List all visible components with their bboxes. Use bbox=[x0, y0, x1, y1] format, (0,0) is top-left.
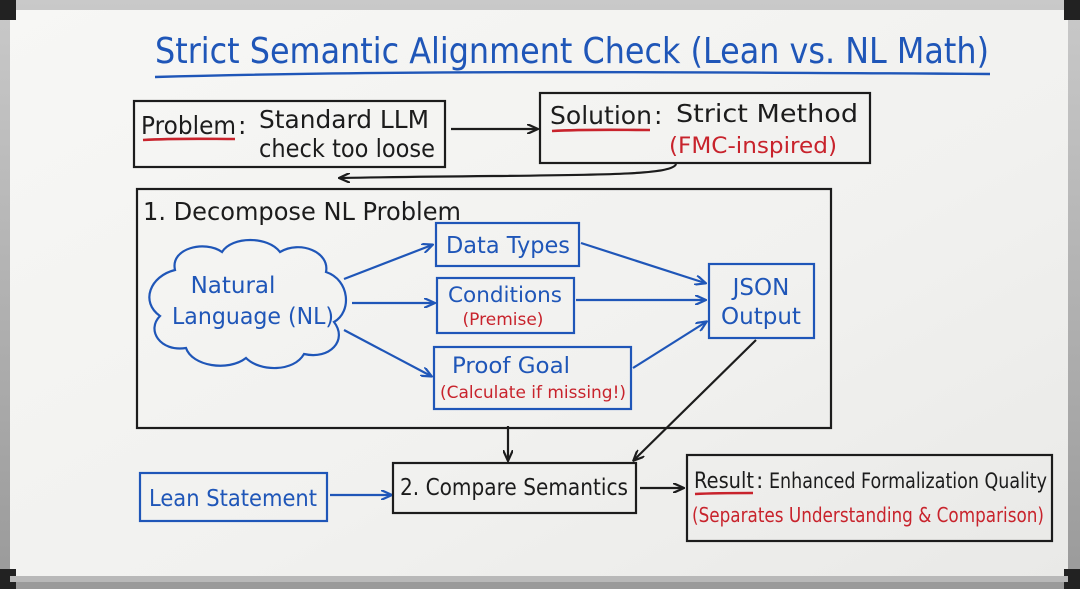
proof-goal-label: Proof Goal bbox=[452, 354, 570, 379]
proof-goal-note: (Calculate if missing!) bbox=[440, 383, 626, 403]
arrow-json-to-compare bbox=[634, 339, 757, 460]
json-output-box bbox=[707, 262, 816, 340]
arrow-nl-to-proof-goal bbox=[343, 329, 431, 376]
lean-statement-box bbox=[138, 471, 329, 523]
problem-line2: check too loose bbox=[259, 134, 435, 163]
page-title: Strict Semantic Alignment Check (Lean vs… bbox=[155, 31, 989, 72]
arrow-data-types-to-json bbox=[580, 241, 705, 283]
data-types-box bbox=[434, 221, 581, 268]
solution-colon: : bbox=[654, 101, 662, 130]
decompose-heading: 1. Decompose NL Problem bbox=[143, 197, 461, 226]
corner-bracket-tl bbox=[0, 0, 16, 20]
arrow-nl-to-data-types bbox=[343, 245, 432, 281]
title-underline bbox=[154, 70, 991, 79]
result-label: Result bbox=[694, 469, 754, 494]
compare-semantics-box bbox=[391, 461, 638, 515]
json-output-line1: JSON bbox=[731, 275, 790, 301]
corner-bracket-bl bbox=[0, 569, 16, 589]
json-output-line2: Output bbox=[721, 304, 801, 330]
problem-colon: : bbox=[238, 111, 246, 140]
proof-goal-box bbox=[432, 345, 633, 411]
data-types-label: Data Types bbox=[446, 233, 570, 259]
problem-box bbox=[132, 99, 447, 169]
nl-source-line1: Natural bbox=[191, 273, 276, 299]
board-tray bbox=[10, 576, 1068, 582]
conditions-box bbox=[435, 276, 576, 335]
result-line2: (Separates Understanding & Comparison) bbox=[692, 503, 1044, 527]
solution-box bbox=[538, 91, 872, 165]
conditions-note: (Premise) bbox=[463, 310, 544, 330]
nl-source-line2: Language (NL) bbox=[172, 304, 334, 330]
arrow-proof-goal-to-json bbox=[632, 322, 706, 369]
problem-label: Problem bbox=[141, 111, 236, 140]
result-line1: Enhanced Formalization Quality bbox=[769, 469, 1047, 493]
solution-label: Solution bbox=[550, 101, 652, 130]
problem-label-underline bbox=[142, 137, 236, 142]
nl-cloud bbox=[148, 239, 348, 370]
decompose-box bbox=[135, 187, 833, 430]
arrow-solution-to-decompose bbox=[340, 163, 678, 178]
compare-semantics-label: 2. Compare Semantics bbox=[400, 475, 628, 501]
lean-statement-label: Lean Statement bbox=[149, 486, 317, 512]
solution-line1: Strict Method bbox=[676, 99, 858, 128]
solution-line2: (FMC-inspired) bbox=[669, 134, 837, 159]
corner-bracket-tr bbox=[1064, 0, 1080, 20]
problem-line1: Standard LLM bbox=[259, 105, 429, 134]
result-label-underline bbox=[694, 491, 754, 496]
result-colon: : bbox=[756, 469, 763, 494]
conditions-label: Conditions bbox=[448, 283, 562, 307]
corner-bracket-br bbox=[1064, 569, 1080, 589]
result-box bbox=[685, 453, 1054, 543]
solution-label-underline bbox=[551, 128, 651, 133]
